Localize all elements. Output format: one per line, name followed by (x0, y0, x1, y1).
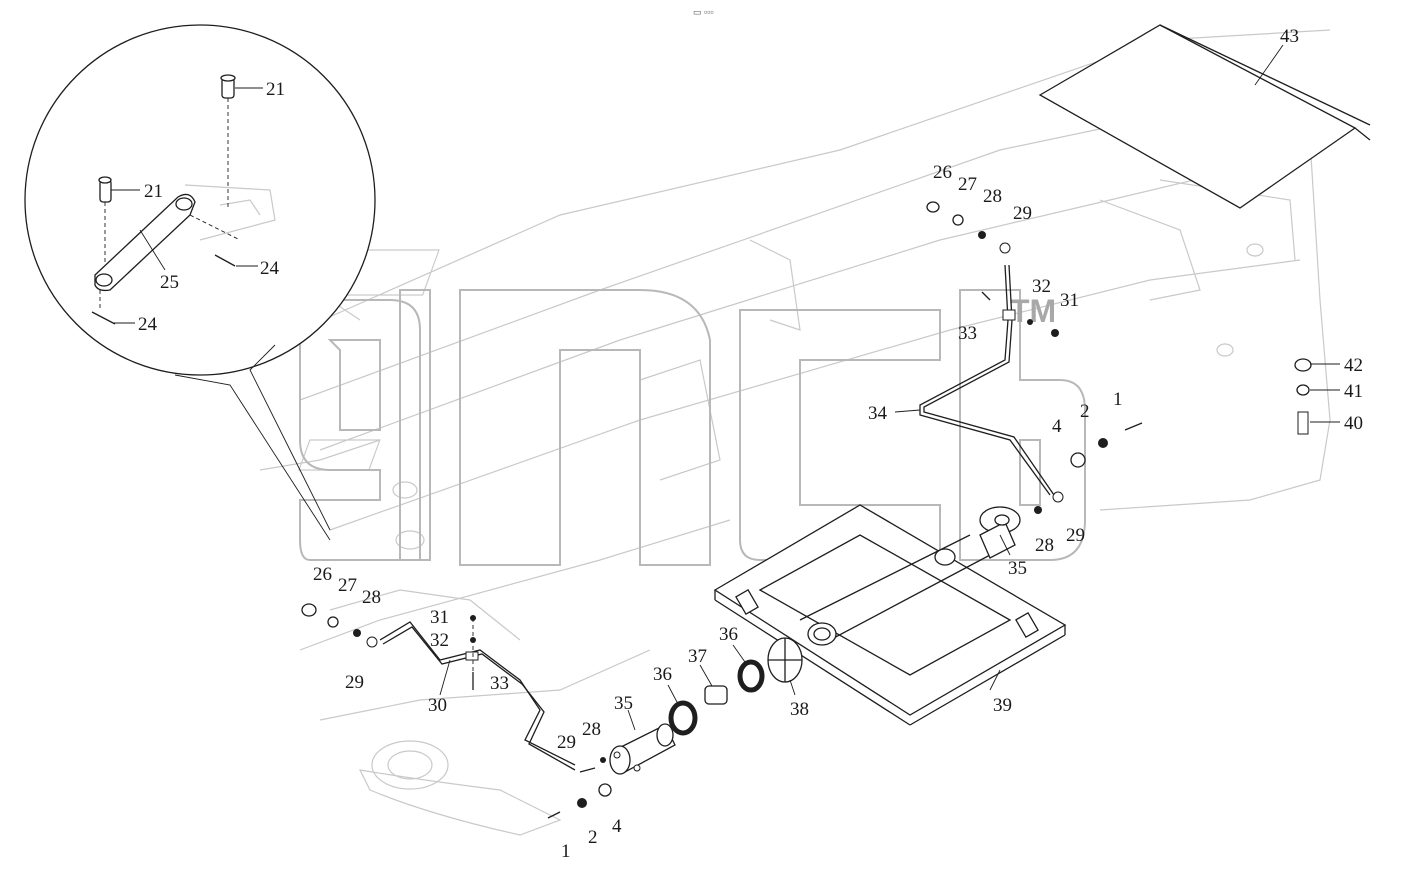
callout-36-right: 36 (719, 624, 738, 645)
callout-33-right: 33 (958, 323, 977, 344)
seal-ring-36a (668, 700, 698, 736)
callout-38: 38 (790, 699, 809, 720)
callout-27-right: 27 (958, 174, 977, 195)
callout-28-right-lower: 28 (1035, 535, 1054, 556)
callout-27-left: 27 (338, 575, 357, 596)
callout-21-lower: 21 (144, 181, 163, 202)
callout-1-right: 1 (1113, 389, 1123, 410)
callout-42: 42 (1344, 355, 1363, 376)
callout-36-left: 36 (653, 664, 672, 685)
callout-4-right: 4 (1052, 416, 1062, 437)
callout-32-right: 32 (1032, 276, 1051, 297)
fittings-right (926, 201, 1312, 514)
callout-40: 40 (1344, 413, 1363, 434)
callout-1-left: 1 (561, 841, 571, 862)
callout-26-right: 26 (933, 162, 952, 183)
callout-4-left: 4 (612, 816, 622, 837)
callout-33-left: 33 (490, 673, 509, 694)
callout-21-upper: 21 (266, 79, 285, 100)
callout-37: 37 (688, 646, 707, 667)
pivot-cradle-frame (713, 504, 1067, 726)
callout-29-right-upper: 29 (1013, 203, 1032, 224)
callout-41: 41 (1344, 381, 1363, 402)
callout-43: 43 (1280, 26, 1299, 47)
callout-30: 30 (428, 695, 447, 716)
callout-labels: 21 21 24 25 24 43 26 27 28 29 32 31 33 4… (138, 26, 1363, 862)
callout-29-left: 29 (345, 672, 364, 693)
callout-24-lower: 24 (138, 314, 158, 335)
callout-32-left: 32 (430, 630, 449, 651)
watermark-trademark: TM (1010, 293, 1056, 329)
cover-plate (1038, 24, 1371, 209)
callout-2-left: 2 (588, 827, 598, 848)
thrust-plate-38 (767, 637, 803, 683)
bushing-37 (704, 685, 728, 705)
watermark-logo: TM (299, 289, 1086, 566)
leader-lines (111, 44, 1340, 731)
callout-39: 39 (993, 695, 1012, 716)
callout-25: 25 (160, 272, 179, 293)
seal-ring-36b (737, 659, 765, 693)
callout-31-right: 31 (1060, 290, 1079, 311)
callout-35-left: 35 (614, 693, 633, 714)
callout-34: 34 (868, 403, 888, 424)
callout-35-right: 35 (1008, 558, 1027, 579)
callout-26-left: 26 (313, 564, 332, 585)
callout-28-bottom: 28 (582, 719, 601, 740)
callout-28-left: 28 (362, 587, 381, 608)
callout-28-right: 28 (983, 186, 1002, 207)
grease-line-30 (379, 621, 576, 771)
callout-31-left: 31 (430, 607, 449, 628)
callout-29-bottom: 29 (557, 732, 576, 753)
pivot-pin-right (979, 506, 1021, 559)
detail-view-circle (24, 24, 376, 541)
callout-29-right-lower: 29 (1066, 525, 1085, 546)
callout-24-upper: 24 (260, 258, 280, 279)
header-mark: ▭ ▫▫▫ (693, 7, 714, 17)
callout-2-right: 2 (1080, 401, 1090, 422)
pivot-pin-left (609, 723, 676, 775)
fittings-left (301, 603, 612, 819)
